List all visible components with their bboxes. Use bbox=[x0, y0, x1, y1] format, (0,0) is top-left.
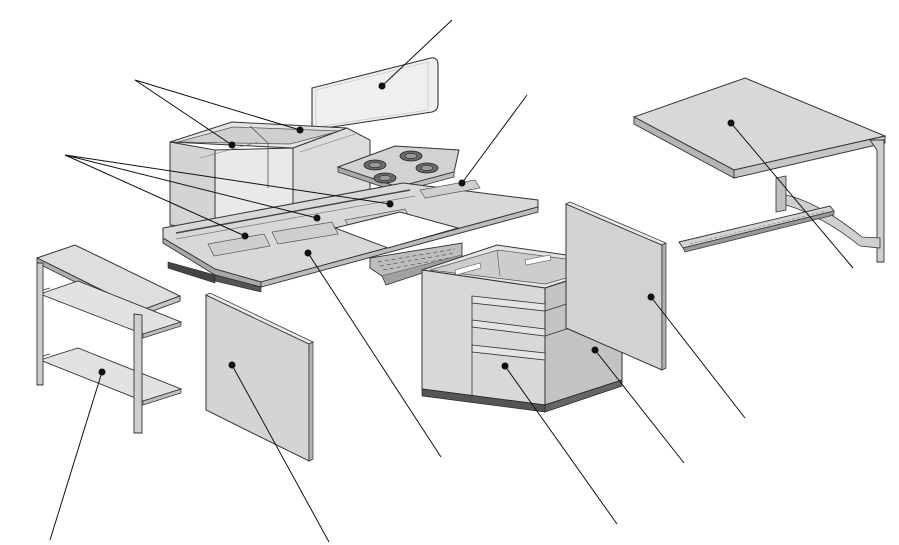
callout-drawer-right bbox=[591, 346, 685, 464]
burner-icon bbox=[415, 162, 439, 174]
callout-hob bbox=[458, 94, 528, 187]
burner-icon bbox=[373, 172, 397, 184]
callout-upper-boxes bbox=[134, 79, 304, 149]
side-panel-right bbox=[565, 201, 667, 371]
callout-side-panel-left bbox=[228, 361, 330, 543]
side-panel-left bbox=[205, 292, 314, 462]
callout-layer bbox=[49, 19, 854, 543]
callout-side-table bbox=[727, 119, 854, 269]
callout-worktop-inserts bbox=[64, 154, 394, 240]
burner-icon bbox=[399, 150, 423, 162]
callout-back-splash bbox=[378, 19, 453, 90]
parts-layer bbox=[35, 57, 887, 462]
callout-shelf bbox=[49, 368, 106, 541]
callout-side-panel-right bbox=[647, 293, 746, 419]
burner-icon bbox=[363, 159, 387, 171]
callout-drawer-left bbox=[501, 362, 618, 525]
open-shelf-unit bbox=[35, 244, 183, 434]
side-table bbox=[632, 77, 887, 263]
back-splash-panel bbox=[311, 57, 439, 131]
upper-cabinet-boxes bbox=[169, 121, 371, 231]
callout-worktop bbox=[304, 249, 442, 458]
